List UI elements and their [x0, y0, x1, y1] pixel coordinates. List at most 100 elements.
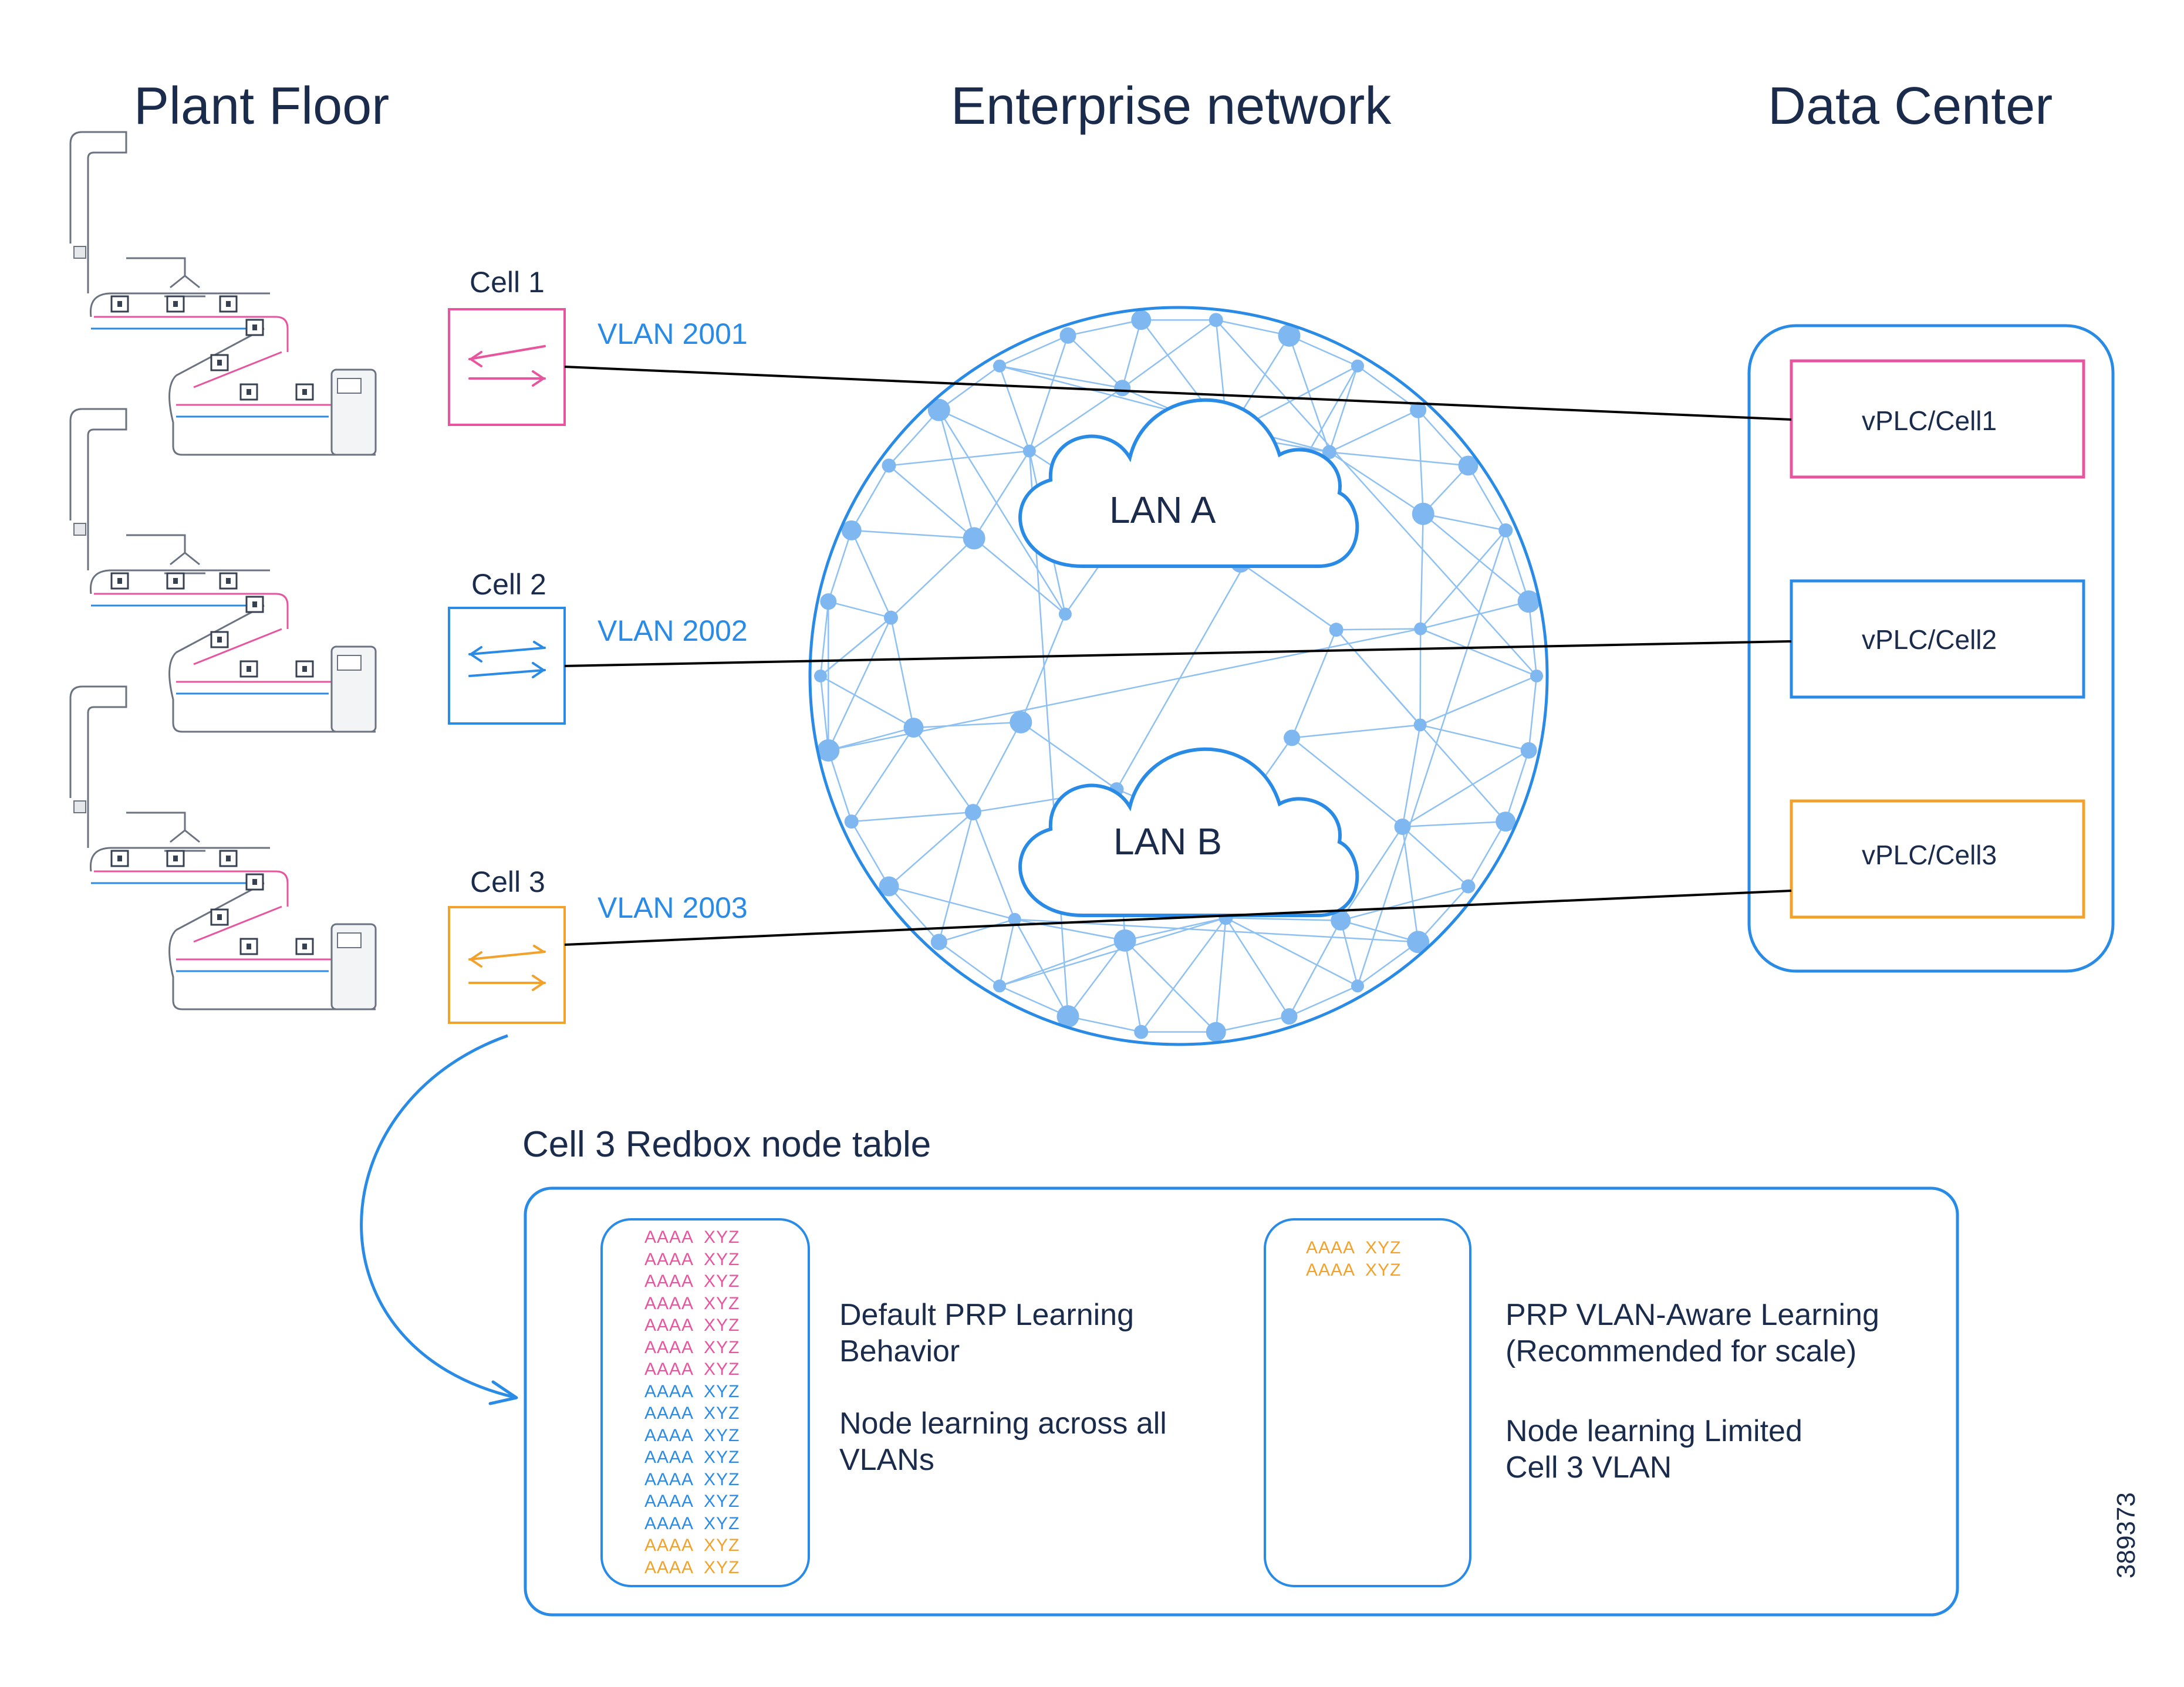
- mesh-link: [972, 722, 1022, 813]
- mesh-link: [850, 727, 914, 822]
- aware-learning-description: Node learning Limited Cell 3 VLAN: [1505, 1414, 1802, 1485]
- mesh-link: [888, 409, 940, 466]
- machine-line-1-icon: [69, 131, 377, 456]
- default-node-entry: AAAA XYZ: [644, 1448, 740, 1467]
- redbox-node-table-container: [524, 1186, 1959, 1617]
- mesh-link: [999, 334, 1069, 367]
- mesh-link: [1020, 614, 1066, 723]
- mesh-node: [1498, 523, 1513, 537]
- default-node-entry: AAAA XYZ: [644, 1492, 740, 1511]
- mesh-link: [1419, 724, 1507, 822]
- mesh-link: [1240, 562, 1337, 631]
- mesh-node: [879, 876, 899, 897]
- mesh-link: [890, 617, 914, 728]
- cell1-switch-icon: [448, 308, 566, 426]
- mesh-link: [1020, 721, 1118, 790]
- mesh-link: [938, 812, 974, 942]
- mesh-node: [1410, 401, 1427, 418]
- cell3-label: Cell 3: [470, 866, 545, 898]
- mesh-link: [1291, 724, 1420, 739]
- mesh-link: [1122, 320, 1142, 388]
- mesh-link: [1528, 675, 1538, 750]
- mesh-node: [930, 934, 947, 951]
- cell3-switch-icon: [448, 906, 566, 1024]
- mesh-node: [1407, 931, 1430, 954]
- mesh-link: [828, 726, 914, 752]
- mesh-link: [939, 941, 1000, 987]
- mesh-link: [999, 985, 1069, 1017]
- mesh-link: [1225, 917, 1358, 987]
- mesh-node: [882, 458, 896, 473]
- mesh-link: [1288, 335, 1331, 452]
- mesh-node: [1414, 622, 1427, 635]
- mesh-link: [1340, 920, 1359, 986]
- mesh-node: [1022, 444, 1036, 458]
- mesh-node: [964, 804, 981, 821]
- machine-line-3-icon: [69, 685, 377, 1010]
- mesh-node: [1351, 359, 1364, 373]
- mesh-link: [1225, 917, 1290, 1017]
- mesh-link: [998, 366, 1031, 452]
- mesh-link: [1216, 1015, 1290, 1033]
- cell2-label: Cell 2: [471, 568, 546, 601]
- mesh-node: [1329, 623, 1344, 637]
- cell3-link-line: [564, 890, 1792, 946]
- mesh-node: [1461, 879, 1476, 894]
- mesh-link: [1226, 917, 1341, 921]
- mesh-link: [889, 885, 1015, 920]
- mesh-node: [1458, 455, 1478, 476]
- default-node-entry: AAAA XYZ: [644, 1293, 740, 1313]
- mesh-link: [1420, 724, 1529, 752]
- mesh-link: [1402, 820, 1506, 828]
- mesh-link: [1068, 319, 1142, 337]
- mesh-link: [890, 537, 975, 618]
- mesh-link: [1029, 387, 1123, 452]
- default-learning-heading: Default PRP Learning Behavior: [839, 1298, 1135, 1368]
- mesh-link: [1215, 319, 1537, 677]
- mesh-node: [1278, 324, 1301, 347]
- mesh-link: [1417, 409, 1469, 466]
- mesh-link: [1467, 465, 1507, 531]
- mesh-link: [1420, 530, 1507, 630]
- default-node-entry: AAAA XYZ: [644, 1425, 740, 1445]
- mesh-link: [1329, 451, 1469, 466]
- figure-id: 389373: [2112, 1492, 2141, 1578]
- mesh-node: [883, 610, 898, 625]
- mesh-link: [828, 600, 892, 618]
- lan-b-label: LAN B: [1113, 820, 1222, 863]
- mesh-link: [1505, 530, 1530, 602]
- mesh-link: [1420, 628, 1537, 677]
- mesh-link: [1028, 335, 1069, 451]
- mesh-node: [993, 979, 1006, 993]
- vlan-2001-label: VLAN 2001: [598, 317, 748, 350]
- mesh-link: [973, 537, 1066, 615]
- mesh-link: [1423, 513, 1506, 532]
- mesh-link: [1328, 366, 1359, 452]
- mesh-link: [1528, 601, 1538, 677]
- node-table-title: Cell 3 Redbox node table: [522, 1124, 931, 1165]
- mesh-edges: [819, 319, 1538, 1033]
- mesh-link: [1356, 530, 1507, 986]
- mesh-link: [850, 465, 890, 531]
- mesh-node: [1206, 1022, 1226, 1042]
- mesh-link: [889, 450, 1029, 466]
- mesh-link: [1417, 410, 1424, 514]
- mesh-node: [1010, 711, 1032, 733]
- default-node-entry: AAAA XYZ: [644, 1381, 740, 1401]
- mesh-link: [1340, 919, 1419, 943]
- mesh-link: [1419, 628, 1422, 725]
- mesh-node: [1284, 729, 1301, 746]
- mesh-link: [820, 675, 914, 729]
- mesh-node: [1412, 502, 1434, 525]
- mesh-link: [1014, 919, 1069, 1017]
- mesh-link: [1419, 513, 1424, 629]
- mesh-link: [1505, 750, 1530, 822]
- mesh-node: [1496, 812, 1516, 832]
- mesh-node: [1056, 1005, 1079, 1028]
- mesh-link: [939, 918, 1015, 943]
- mesh-link: [939, 409, 1030, 452]
- table-pointer-arrow: [360, 1034, 518, 1405]
- mesh-link: [850, 821, 890, 887]
- default-node-entry: AAAA XYZ: [644, 1249, 740, 1269]
- mesh-node: [903, 718, 924, 738]
